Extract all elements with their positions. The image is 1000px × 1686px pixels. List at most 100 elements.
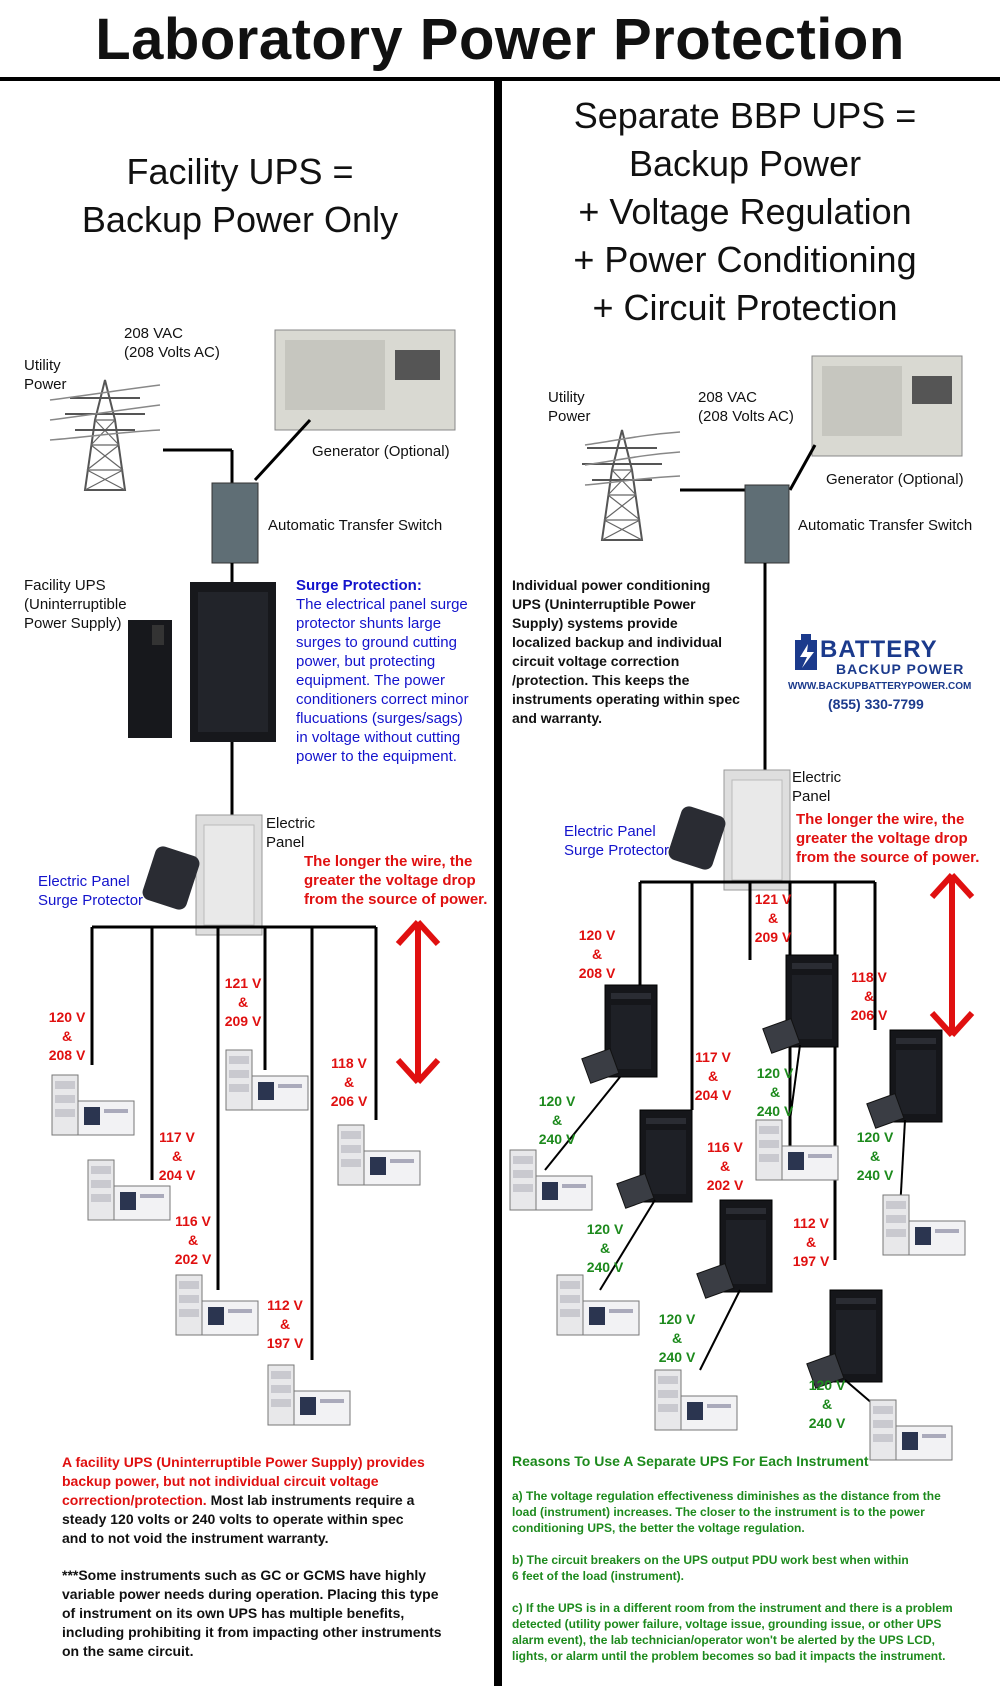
volt-line: & [591, 946, 603, 962]
left-generator-label: Generator (Optional) [312, 443, 450, 460]
volt-line: 116 V [707, 1139, 743, 1155]
volt-line: 204 V [694, 1087, 732, 1103]
left-panel-label: Electric Panel [266, 814, 315, 852]
facility-ups-label: Facility UPS (Uninterruptible Power Supp… [24, 576, 127, 633]
right-panel-line2: Panel [792, 788, 831, 805]
individual-line: Individual power conditioning [512, 577, 711, 593]
reason-line: conditioning UPS, the better the voltage… [512, 1521, 805, 1535]
volt-line: 120 V [658, 1311, 696, 1327]
right-wire-note-line1: The longer the wire, the [796, 811, 965, 828]
volt-line: 202 V [706, 1177, 744, 1193]
right-heading-line: Separate BBP UPS = [573, 95, 917, 136]
left-voltage-120-208: 120 V & 208 V [40, 1008, 94, 1065]
reason-a: a) The voltage regulation effectiveness … [512, 1488, 992, 1536]
green-voltage-2: 120 V&240 V [748, 1064, 802, 1121]
individual-line: /protection. This keeps the [512, 672, 690, 688]
volt-line: 208 V [48, 1047, 86, 1063]
summary-line: and to not void the instrument warranty. [62, 1530, 329, 1546]
summary-line: backup power, but not individual circuit… [62, 1473, 379, 1489]
logo-word-backup-power: BACKUP POWER [836, 661, 965, 677]
note-line: ***Some instruments such as GC or GCMS h… [62, 1567, 427, 1583]
left-wire-note-line3: from the source of power. [304, 891, 488, 908]
surge-line: equipment. The power [296, 672, 445, 689]
volt-line: 117 V [159, 1129, 195, 1145]
volt-line: 118 V [331, 1055, 367, 1071]
right-voltage-drop-arrow [932, 875, 972, 1035]
facility-ups-line2: (Uninterruptible [24, 596, 127, 613]
logo-url: WWW.BACKUPBATTERYPOWER.COM [788, 681, 972, 692]
volt-line: & [671, 1330, 683, 1346]
right-utility-line1: Utility [548, 389, 585, 406]
volt-line: & [171, 1148, 183, 1164]
surge-title: Surge Protection: [296, 577, 422, 594]
individual-ups-note: Individual power conditioning UPS (Unint… [512, 576, 772, 728]
volt-line: & [279, 1316, 291, 1332]
volt-line: 209 V [754, 929, 792, 945]
left-voltage-116-202: 116 V&202 V [166, 1212, 220, 1269]
surge-line: protector shunts large [296, 615, 442, 632]
right-vac-label: 208 VAC (208 Volts AC) [698, 388, 794, 426]
left-vac-line2: (208 Volts AC) [124, 344, 220, 361]
right-protector-line2: Surge Protector [564, 842, 670, 859]
left-protector-line1: Electric Panel [38, 873, 130, 890]
left-protector-label: Electric Panel Surge Protector [38, 872, 143, 910]
right-voltage-116-202: 116 V & 202 V [698, 1138, 752, 1195]
right-voltage-120-208: 120 V&208 V [570, 926, 624, 983]
volt-line: & [821, 1396, 833, 1412]
volt-line: & [719, 1158, 731, 1174]
right-panel-line1: Electric [792, 769, 842, 786]
right-wire-note-line3: from the source of power. [796, 849, 980, 866]
left-utility-line1: Utility [24, 357, 61, 374]
reason-line: b) The circuit breakers on the UPS outpu… [512, 1553, 909, 1567]
left-bottom-summary: A facility UPS (Uninterruptible Power Su… [62, 1453, 482, 1548]
reason-line: 6 feet of the load (instrument). [512, 1569, 685, 1583]
right-generator-label: Generator (Optional) [826, 471, 964, 488]
reason-line: c) If the UPS is in a different room fro… [512, 1601, 953, 1615]
volt-line: 240 V [856, 1167, 894, 1183]
right-heading: Separate BBP UPS = Backup Power + Voltag… [510, 92, 980, 332]
volt-line: & [869, 1148, 881, 1164]
right-heading-line: + Power Conditioning [573, 239, 917, 280]
left-panel-line1: Electric [266, 815, 316, 832]
individual-line: Supply) systems provide [512, 615, 678, 631]
green-voltage-3: 120 V&240 V [848, 1128, 902, 1185]
left-vac-label: 208 VAC (208 Volts AC) [124, 324, 220, 362]
individual-line: localized backup and individual [512, 634, 723, 650]
summary-line: A facility UPS (Uninterruptible Power Su… [62, 1454, 425, 1470]
reason-line: a) The voltage regulation effectiveness … [512, 1489, 941, 1503]
volt-line: & [61, 1028, 73, 1044]
volt-line: 204 V [158, 1167, 196, 1183]
individual-line: instruments operating within spec [512, 691, 740, 707]
surge-line: The electrical panel surge [296, 596, 468, 613]
facility-ups-line1: Facility UPS [24, 577, 106, 594]
right-heading-line: Backup Power [628, 143, 862, 184]
left-utility-power-label: Utility Power [24, 356, 67, 394]
right-protector-line1: Electric Panel [564, 823, 656, 840]
volt-line: & [805, 1234, 817, 1250]
page-title: Laboratory Power Protection [95, 7, 905, 72]
summary-red-fragment: correction/protection. [62, 1492, 207, 1508]
volt-line: & [767, 910, 779, 926]
surge-line: conditioners correct minor [296, 691, 469, 708]
summary-line: steady 120 volts or 240 volts to operate… [62, 1511, 404, 1527]
note-line: on the same circuit. [62, 1643, 194, 1659]
volt-line: 121 V [754, 891, 792, 907]
right-voltage-121-209: 121 V & 209 V [746, 890, 800, 947]
right-protector-label: Electric Panel Surge Protector [564, 822, 669, 860]
volt-line: 240 V [538, 1131, 576, 1147]
right-utility-power-label: Utility Power [548, 388, 591, 426]
reason-line: load (instrument) increases. The closer … [512, 1505, 925, 1519]
center-divider [494, 80, 502, 1686]
volt-line: 240 V [586, 1259, 624, 1275]
right-vac-line2: (208 Volts AC) [698, 408, 794, 425]
surge-line: power, but protecting [296, 653, 436, 670]
right-panel-label: Electric Panel [792, 768, 841, 806]
right-voltage-118-206: 118 V&206 V [842, 968, 896, 1025]
left-heading: Facility UPS = Backup Power Only [30, 148, 450, 244]
volt-line: 120 V [48, 1009, 86, 1025]
left-utility-line2: Power [24, 376, 67, 393]
right-vac-line1: 208 VAC [698, 389, 757, 406]
summary-black-fragment: Most lab instruments require a [206, 1492, 415, 1508]
facility-ups-line3: Power Supply) [24, 615, 122, 632]
volt-line: & [707, 1068, 719, 1084]
